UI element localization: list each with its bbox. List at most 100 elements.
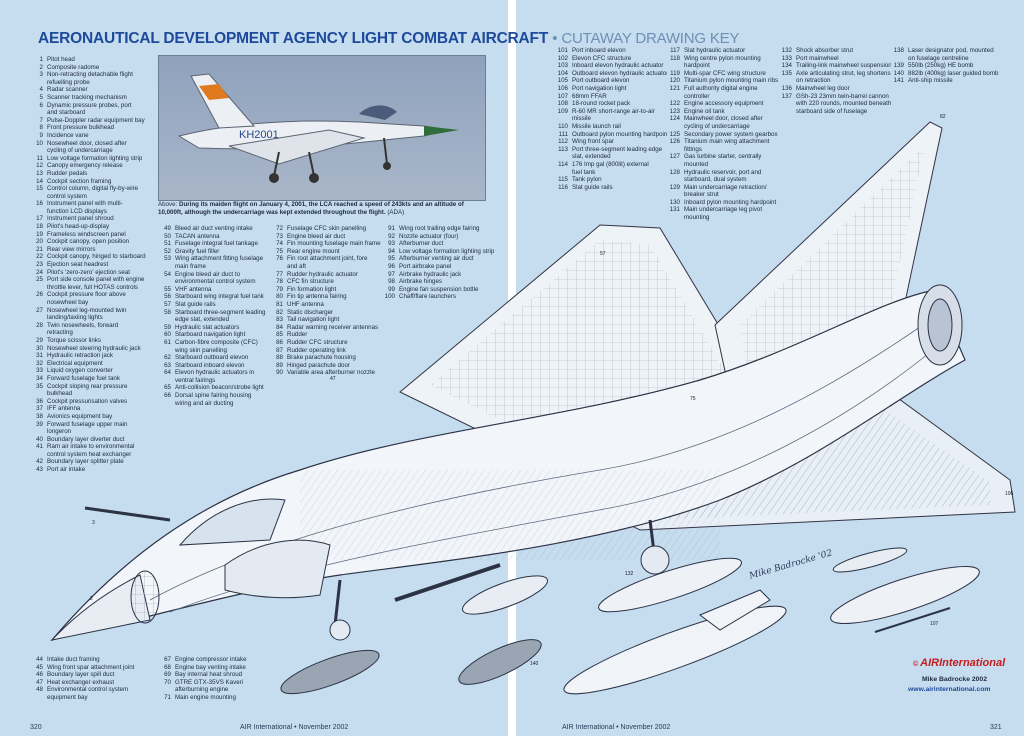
key-item-number: 72 bbox=[276, 225, 283, 232]
key-item-label: Boundary layer splitter plate bbox=[47, 458, 124, 466]
key-item-label: Bleed air duct venting intake bbox=[175, 225, 253, 232]
key-item: wing skin panelling bbox=[158, 347, 270, 355]
key-item-label: Rear engine mount bbox=[287, 247, 340, 255]
key-item-number: 141 bbox=[893, 77, 904, 85]
key-item-label: hardpoint bbox=[684, 62, 710, 70]
key-item-label: ventral fairings bbox=[175, 376, 216, 384]
canopy bbox=[178, 498, 286, 546]
key-item: function LCD displays bbox=[30, 208, 155, 216]
key-item-number: 109 bbox=[557, 107, 568, 115]
key-item-label: Ejection seat headrest bbox=[47, 261, 109, 269]
key-item-number: 107 bbox=[557, 92, 568, 100]
key-item-label: breaker strut bbox=[684, 191, 719, 199]
key-item-number: 46 bbox=[36, 671, 43, 679]
key-item-number: 118 bbox=[670, 54, 680, 62]
key-item-label: Engine compressor intake bbox=[175, 656, 247, 663]
key-item-label: CFC fin structure bbox=[287, 278, 334, 286]
photo-caption: Above: During its maiden flight on Janua… bbox=[158, 201, 484, 217]
key-item: equipment bay bbox=[30, 694, 155, 702]
key-item-number: 98 bbox=[388, 278, 395, 286]
aircraft-photo-illustration: KH2001 bbox=[177, 73, 459, 183]
key-item-number: 82 bbox=[276, 308, 283, 316]
key-item-label: Mainwheel leg door bbox=[796, 84, 850, 92]
key-item-label: Hydraulic retraction jack bbox=[47, 352, 114, 360]
key-item-label: Nozzle actuator (four) bbox=[399, 232, 459, 240]
key-item-label: Forward fuselage upper main bbox=[47, 420, 128, 428]
key-item-number: 22 bbox=[36, 253, 43, 261]
key-item-label: Full authority digital engine bbox=[684, 84, 758, 92]
key-item-label: controller bbox=[684, 92, 710, 100]
key-item-label: Cockpit canopy, hinged to starboard bbox=[47, 253, 146, 261]
key-item-number: 69 bbox=[164, 671, 171, 679]
key-item-number: 104 bbox=[557, 69, 568, 77]
key-item-number: 15 bbox=[36, 185, 43, 193]
key-item-label: Port three-segment leading edge bbox=[572, 145, 663, 153]
key-item-number: 88 bbox=[276, 354, 283, 362]
key-item-number: 63 bbox=[164, 361, 171, 369]
key-item: mounted bbox=[667, 161, 779, 169]
svg-text:140: 140 bbox=[530, 661, 539, 667]
key-item-number: 4 bbox=[39, 86, 43, 94]
key-item-label: Rudder hydraulic actuator bbox=[287, 270, 358, 278]
key-item-label: Engine bleed air duct to bbox=[175, 270, 241, 278]
key-item-number: 85 bbox=[276, 331, 283, 339]
key-item-label: Non-retracting detachable flight bbox=[47, 71, 133, 79]
key-item-number: 84 bbox=[276, 323, 283, 331]
key-item-label: Outboard elevon hydraulic actuator bbox=[572, 69, 667, 77]
key-item: mounting bbox=[667, 214, 779, 222]
key-item-label: Port mainwheel bbox=[796, 54, 839, 62]
key-item-label: Cockpit sloping rear pressure bbox=[47, 382, 128, 390]
key-item-number: 59 bbox=[164, 323, 171, 331]
key-item-label: landing/taxiing lights bbox=[47, 314, 103, 322]
key-item-label: mounting bbox=[684, 214, 710, 222]
key-item: 104 Outboard elevon hydraulic actuator bbox=[555, 70, 667, 78]
key-item-number: 100 bbox=[384, 293, 395, 301]
key-item-number: 11 bbox=[36, 154, 43, 162]
key-item-number: 29 bbox=[36, 336, 43, 344]
key-item-label: Wing front spar attachment joint bbox=[47, 663, 135, 671]
key-item-label: Main engine mounting bbox=[175, 693, 236, 701]
key-item-label: wing skin panelling bbox=[175, 346, 227, 354]
key-item-number: 48 bbox=[36, 686, 43, 694]
key-item-label: R-60 MR short-range air-to-air bbox=[572, 107, 655, 115]
key-item-number: 126 bbox=[669, 138, 680, 146]
key-item-label: control system bbox=[47, 192, 87, 200]
key-item-number: 65 bbox=[164, 384, 171, 392]
key-item-number: 138 bbox=[893, 47, 904, 54]
key-item-label: throttle lever, full HOTAS controls bbox=[47, 283, 139, 291]
key-item-label: Canopy emergency release bbox=[47, 162, 123, 170]
key-item-number: 2 bbox=[39, 63, 43, 71]
key-item-label: bulkhead bbox=[47, 390, 73, 398]
key-item-label: Carbon-fibre composite (CFC) bbox=[175, 338, 258, 346]
website-link[interactable]: www.airinternational.com bbox=[908, 686, 991, 693]
key-item-number: 129 bbox=[669, 183, 680, 191]
key-item-label: Gas turbine starter, centrally bbox=[684, 153, 762, 161]
